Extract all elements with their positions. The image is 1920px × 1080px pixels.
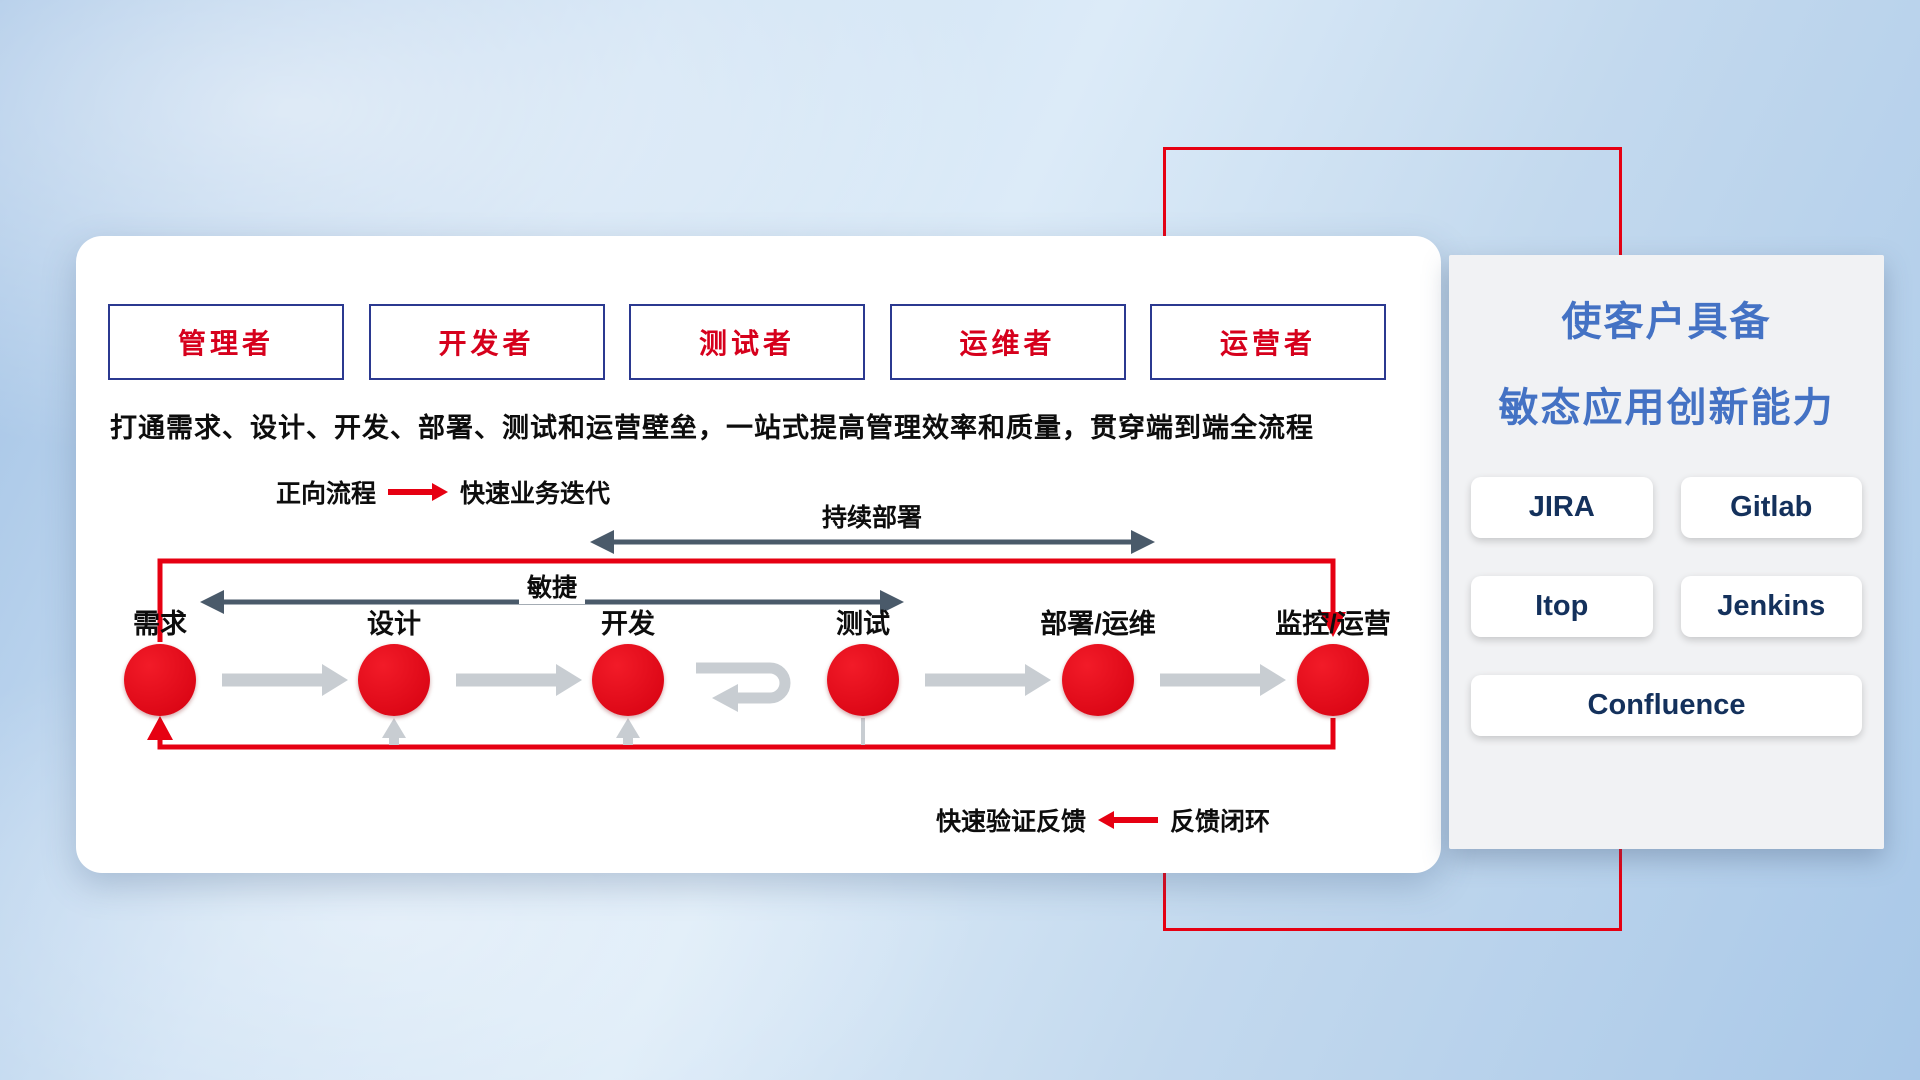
stage-label: 部署/运维 (1040, 609, 1156, 639)
iteration-loop-icon (696, 662, 791, 712)
tool-itop: Itop (1471, 576, 1653, 637)
stage-arrow-1 (222, 664, 348, 696)
workflow-subtitle: 打通需求、设计、开发、部署、测试和运营壁垒，一站式提高管理效率和质量，贯穿端到端… (110, 413, 1314, 443)
tool-confluence: Confluence (1471, 675, 1862, 736)
panel-title-line2: 敏态应用创新能力 (1498, 386, 1835, 430)
stage-circle-icon (1062, 644, 1134, 716)
tool-jenkins: Jenkins (1680, 576, 1862, 637)
role-box-manager: 管理者 (108, 304, 344, 380)
stage-node-deploy-ops: 部署/运维 (1018, 608, 1178, 716)
stage-node-requirements: 需求 (80, 608, 240, 716)
tool-gitlab: Gitlab (1680, 477, 1862, 538)
stage-circle-icon (124, 644, 196, 716)
role-box-developer: 开发者 (368, 304, 605, 380)
role-box-tester: 测试者 (629, 304, 865, 380)
role-label: 运营者 (1219, 328, 1316, 359)
stage-circle-icon (827, 644, 899, 716)
stage-label: 需求 (133, 609, 187, 639)
role-label: 运维者 (959, 328, 1056, 359)
feedback-up-arrow-dev (616, 718, 640, 745)
stage-circle-icon (592, 644, 664, 716)
tool-jira: JIRA (1471, 477, 1653, 538)
tools-grid: JIRA Gitlab Itop Jenkins Confluence (1471, 477, 1862, 736)
stage-node-design: 设计 (314, 608, 474, 716)
stage-arrow-5 (1160, 664, 1286, 696)
forward-arrow-icon (388, 483, 449, 501)
workflow-card: 管理者 开发者 测试者 运维者 运营者 打通需求、设计、开发、部署、测试和运营壁… (76, 236, 1441, 873)
legend-feedback-label: 反馈闭环 (1170, 808, 1271, 836)
stage-label: 设计 (367, 609, 421, 639)
stage-label: 测试 (836, 609, 890, 639)
role-label: 管理者 (177, 328, 274, 359)
stage-node-development: 开发 (548, 608, 708, 716)
panel-title-line1: 使客户具备 (1561, 300, 1772, 344)
stage-label: 监控/运营 (1275, 609, 1391, 639)
capability-panel: 使客户具备 敏态应用创新能力 JIRA Gitlab Itop Jenkins … (1449, 255, 1884, 849)
feedback-up-arrow-design (382, 718, 406, 745)
role-label: 测试者 (698, 328, 795, 359)
stage-node-testing: 测试 (783, 608, 943, 716)
cd-span-arrow (590, 530, 1155, 554)
legend-forward-label: 正向流程 (276, 480, 377, 508)
stage-circle-icon (358, 644, 430, 716)
stage-label: 开发 (601, 609, 655, 639)
stage-arrow-2 (456, 664, 582, 696)
feedback-arrow-icon (1098, 811, 1159, 829)
roles-row: 管理者 开发者 测试者 运维者 运营者 (108, 304, 1386, 380)
cd-span-label: 持续部署 (813, 498, 931, 534)
role-label: 开发者 (438, 328, 535, 359)
legend-forward-desc: 快速业务迭代 (460, 480, 611, 508)
legend-feedback-desc: 快速验证反馈 (936, 808, 1087, 836)
stage-arrow-4 (925, 664, 1051, 696)
legend-feedback: 快速验证反馈 反馈闭环 (936, 802, 1270, 838)
forward-loop-line (157, 558, 1346, 642)
flow-connectors (147, 530, 1346, 750)
stage-circle-icon (1297, 644, 1369, 716)
legend-forward: 正向流程 快速业务迭代 (276, 474, 610, 510)
role-box-operator: 运营者 (1150, 304, 1386, 380)
feedback-loop-line (147, 716, 1336, 750)
stage-node-monitor-operate: 监控/运营 (1253, 608, 1413, 716)
agile-span-label: 敏捷 (518, 568, 586, 604)
panel-title: 使客户具备 敏态应用创新能力 (1449, 289, 1884, 433)
role-box-ops: 运维者 (889, 304, 1126, 380)
